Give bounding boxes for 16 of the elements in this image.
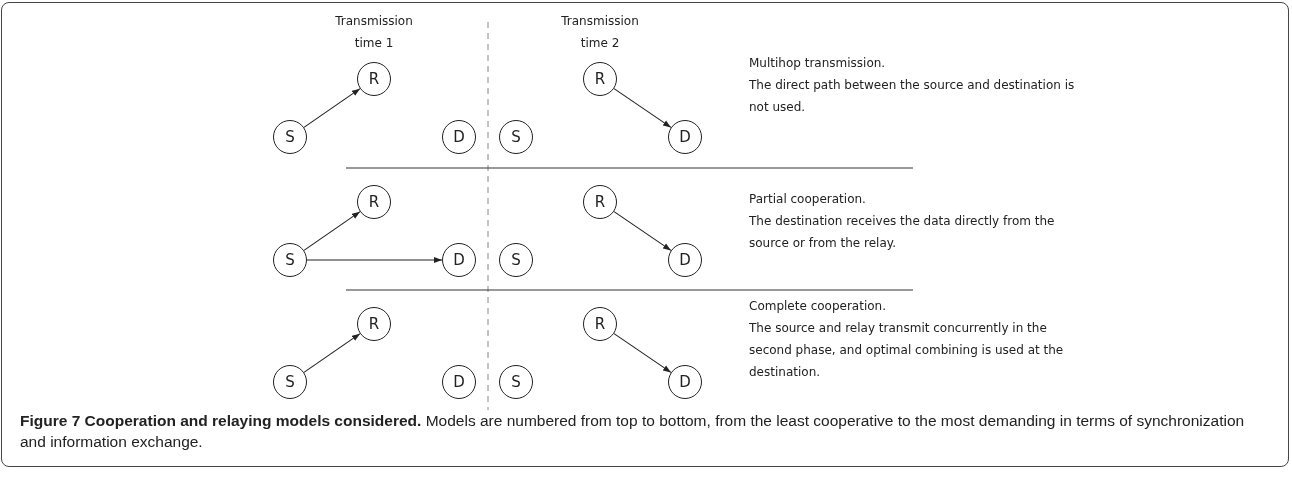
arrow	[303, 211, 361, 251]
description-text: Multihop transmission.	[749, 55, 887, 72]
column-heading: Transmission time 1	[334, 13, 414, 52]
arrow	[613, 88, 672, 128]
arrow	[303, 88, 361, 128]
arrow	[303, 333, 361, 373]
description-text: Complete cooperation.	[749, 298, 887, 315]
description-text: The direct path between the source and destination is not used.	[749, 77, 1076, 116]
arrow	[613, 211, 672, 251]
arrow	[613, 333, 672, 373]
arrow	[306, 257, 443, 263]
description-text: The destination receives the data directly from the source or from the relay.	[749, 213, 1056, 252]
description-text: Partial cooperation.	[749, 191, 867, 208]
column-heading: Transmission time 2	[560, 13, 640, 52]
figure-caption: Figure 7 Cooperation and relaying models considered. Models are numbered from top to bottom, from the least cooperative to the most demanding in terms of synchronization and information exchange.	[20, 411, 1246, 452]
description-text: The source and relay transmit concurrently in the second phase, and optimal combining is used at the destination.	[749, 320, 1065, 381]
